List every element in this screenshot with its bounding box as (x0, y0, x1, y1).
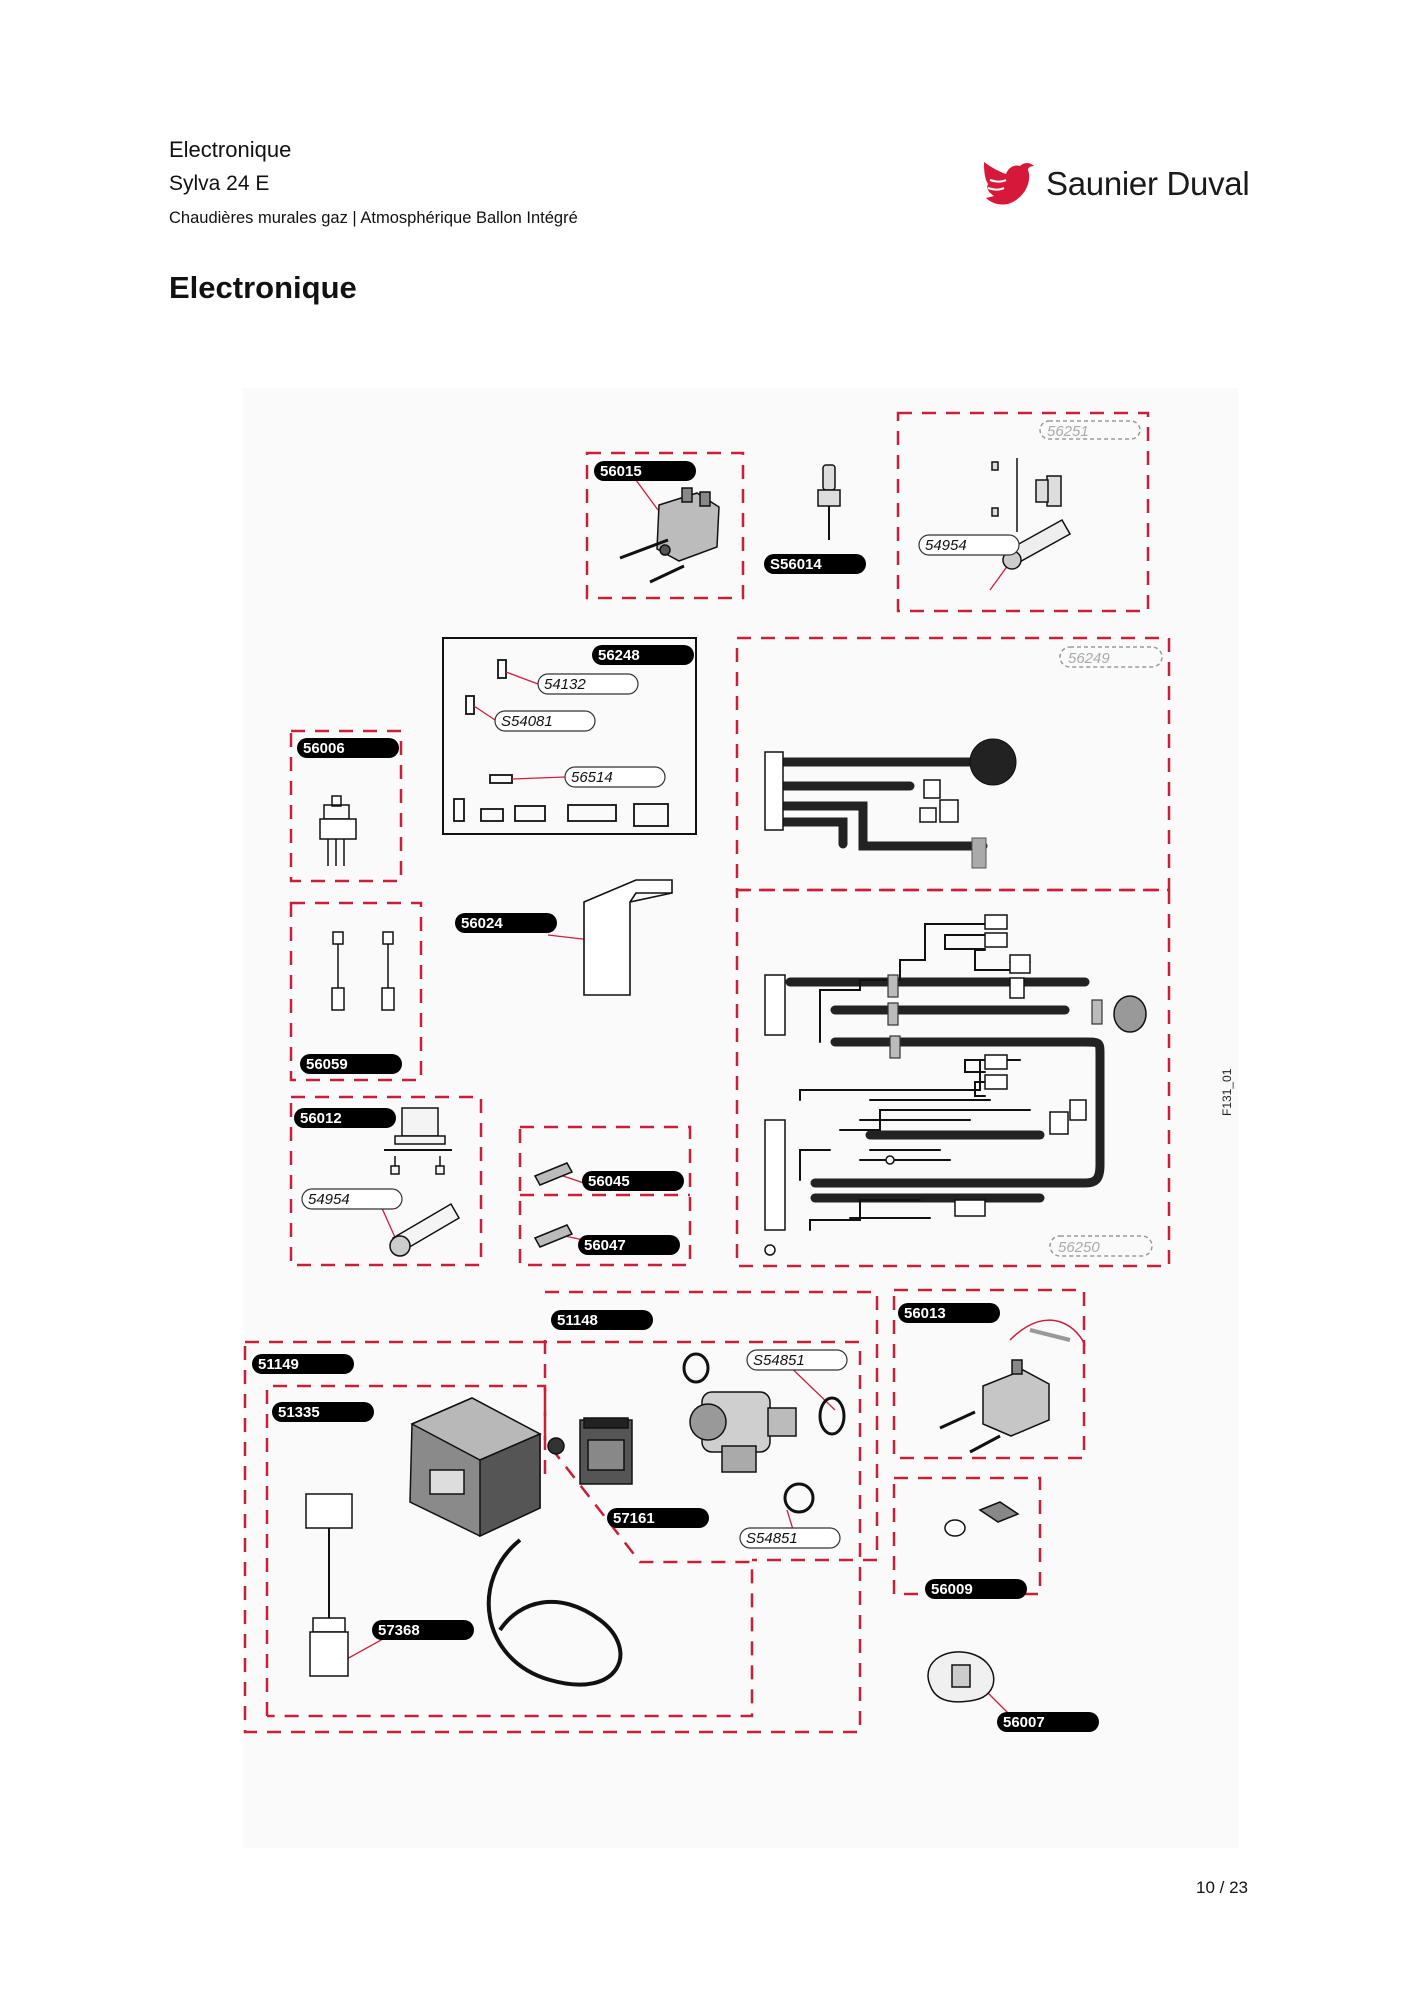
label-56006: 56006 (303, 740, 345, 757)
label-56009: 56009 (931, 1581, 973, 1598)
label-S56014: S56014 (770, 556, 822, 573)
bird-logo-icon (984, 162, 1034, 205)
label-56251: 56251 (1047, 423, 1089, 440)
brand-name: Saunier Duval (1046, 165, 1250, 202)
header-section: Electronique (169, 137, 292, 162)
label-57368: 57368 (378, 1622, 420, 1639)
label-54954-a: 54954 (925, 537, 967, 554)
label-54954-b: 54954 (308, 1191, 350, 1208)
page-number: 10 / 23 (1196, 1878, 1248, 1897)
label-56514: 56514 (571, 769, 613, 786)
label-56250: 56250 (1058, 1239, 1100, 1256)
label-56013: 56013 (904, 1305, 946, 1322)
label-S54851-a: S54851 (753, 1352, 805, 1369)
label-56249: 56249 (1068, 650, 1110, 667)
label-56024: 56024 (461, 915, 503, 932)
label-56059: 56059 (306, 1056, 348, 1073)
label-56248: 56248 (598, 647, 640, 664)
label-56007: 56007 (1003, 1714, 1045, 1731)
label-51149: 51149 (258, 1356, 299, 1373)
label-57161: 57161 (613, 1510, 655, 1527)
label-56012: 56012 (300, 1110, 342, 1127)
header-category: Chaudières murales gaz | Atmosphérique B… (169, 209, 578, 227)
label-54132: 54132 (544, 676, 586, 693)
header-model: Sylva 24 E (169, 172, 270, 195)
label-56015: 56015 (600, 463, 642, 480)
label-51148: 51148 (557, 1312, 598, 1329)
label-S54081: S54081 (501, 713, 553, 730)
label-51335: 51335 (278, 1404, 320, 1421)
brand-logo: Saunier Duval (982, 158, 1252, 210)
page-title: Electronique (169, 270, 357, 305)
label-56045: 56045 (588, 1173, 630, 1190)
label-56047: 56047 (584, 1237, 626, 1254)
figure-code: F131_01 (1220, 1068, 1234, 1116)
label-S54851-b: S54851 (746, 1530, 798, 1547)
